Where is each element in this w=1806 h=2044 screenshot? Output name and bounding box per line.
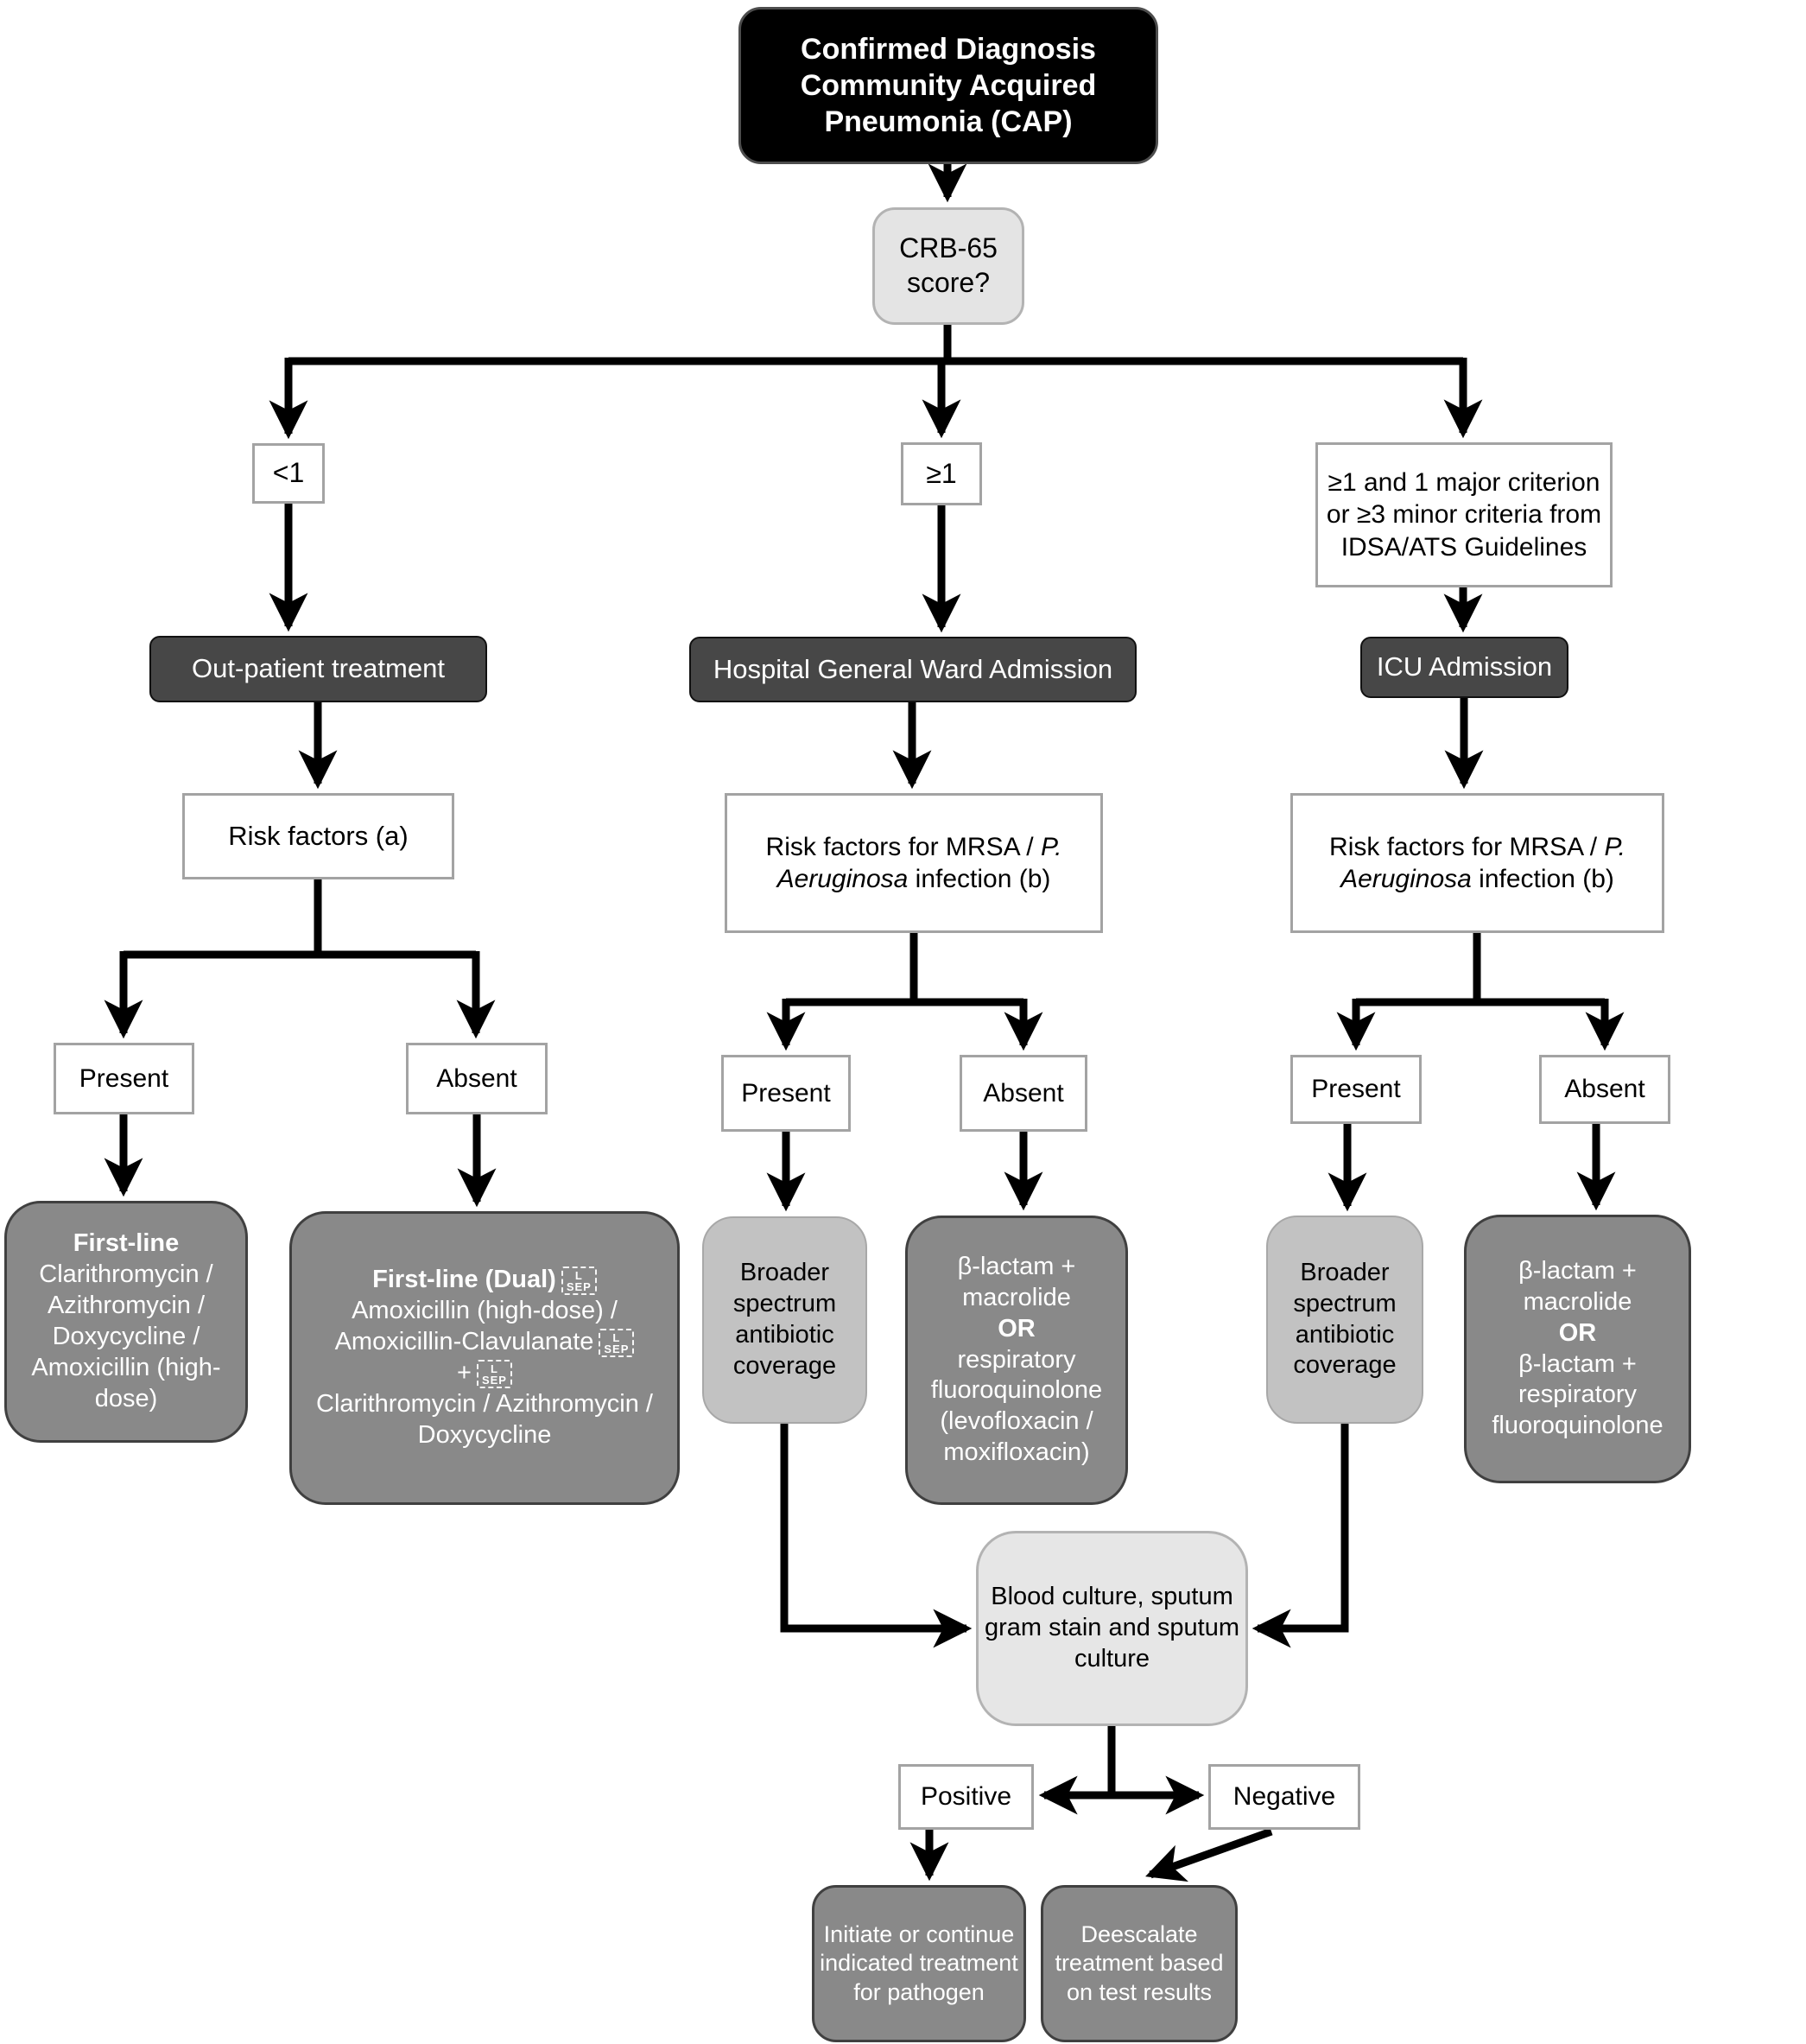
risk-mrsa-prefix: Risk factors for MRSA / <box>1329 832 1605 861</box>
first-line-dual-plus: + <box>457 1359 472 1387</box>
first-line-dual-title: First-line (Dual) <box>372 1266 556 1294</box>
node-first-line-label: First-line Clarithromycin / Azithromycin… <box>7 1225 245 1419</box>
first-line-dual-body1: Amoxicillin (high-dose) / Amoxicillin-Cl… <box>334 1297 618 1356</box>
node-icu-admission: ICU Admission <box>1360 637 1568 698</box>
first-line-dual-body1-row: Amoxicillin (high-dose) / Amoxicillin-Cl… <box>297 1296 672 1358</box>
first-line-body: Clarithromycin / Azithromycin / Doxycycl… <box>31 1260 221 1412</box>
node-absent-outpatient: Absent <box>406 1043 548 1114</box>
node-score-criteria-label: ≥1 and 1 major criterion or ≥3 minor cri… <box>1326 468 1602 562</box>
risk-mrsa-suffix: infection (b) <box>908 865 1051 893</box>
node-score-ge1-label: ≥1 <box>926 457 957 489</box>
node-cultures-label: Blood culture, sputum gram stain and spu… <box>985 1583 1239 1673</box>
beta-icu-or: OR <box>1558 1318 1597 1347</box>
beta-ward-or: OR <box>998 1314 1036 1343</box>
node-cultures: Blood culture, sputum gram stain and spu… <box>976 1531 1248 1726</box>
risk-mrsa-suffix: infection (b) <box>1471 865 1614 893</box>
node-initiate-treatment: Initiate or continue indicated treatment… <box>812 1885 1026 2042</box>
node-score-lt1: <1 <box>252 443 325 504</box>
first-line-dual-body2: Clarithromycin / Azithromycin / Doxycycl… <box>316 1389 653 1449</box>
beta-ward-line1: β-lactam + macrolide <box>957 1252 1076 1311</box>
node-beta-lactam-ward: β-lactam + macrolide OR respiratory fluo… <box>905 1216 1128 1505</box>
beta-ward-line2: respiratory fluoroquinolone (levofloxaci… <box>930 1345 1103 1467</box>
node-general-ward-admission-label: Hospital General Ward Admission <box>713 653 1113 684</box>
node-icu-admission-label: ICU Admission <box>1376 651 1553 682</box>
absent-label: Absent <box>983 1078 1064 1108</box>
absent-label: Absent <box>436 1063 517 1093</box>
node-present-icu: Present <box>1290 1055 1422 1124</box>
node-present-outpatient: Present <box>54 1043 194 1114</box>
node-positive: Positive <box>898 1764 1034 1830</box>
node-absent-ward: Absent <box>960 1055 1087 1132</box>
broader-spectrum-label: Broader spectrum antibiotic coverage <box>1293 1258 1397 1380</box>
node-general-ward-admission: Hospital General Ward Admission <box>689 637 1137 702</box>
risk-mrsa-species: P. Aeruginosa <box>776 832 1062 893</box>
node-risk-factors-a: Risk factors (a) <box>182 793 454 879</box>
beta-icu-line1: β-lactam + macrolide <box>1518 1256 1637 1316</box>
present-label: Present <box>1311 1075 1401 1104</box>
node-beta-lactam-ward-label: β-lactam + macrolide OR respiratory fluo… <box>908 1248 1125 1473</box>
node-broader-spectrum-icu: Broader spectrum antibiotic coverage <box>1266 1216 1423 1424</box>
node-negative: Negative <box>1208 1764 1360 1830</box>
node-deescalate-treatment: Deescalate treatment based on test resul… <box>1041 1885 1238 2042</box>
node-risk-mrsa-ward-label: Risk factors for MRSA / P. Aeruginosa in… <box>727 828 1100 898</box>
node-initiate-treatment-label: Initiate or continue indicated treatment… <box>820 1920 1018 2005</box>
node-outpatient-treatment: Out-patient treatment <box>149 636 487 702</box>
node-confirmed-diagnosis: Confirmed Diagnosis Community Acquired P… <box>738 7 1158 164</box>
node-score-ge1: ≥1 <box>901 442 982 505</box>
node-risk-mrsa-icu-label: Risk factors for MRSA / P. Aeruginosa in… <box>1293 828 1662 898</box>
node-crb65-score-label: CRB-65 score? <box>899 232 998 298</box>
node-beta-lactam-icu-label: β-lactam + macrolide OR β-lactam + respi… <box>1467 1253 1689 1446</box>
risk-mrsa-prefix: Risk factors for MRSA / <box>765 832 1041 861</box>
node-present-ward: Present <box>721 1055 851 1132</box>
node-absent-icu: Absent <box>1539 1055 1670 1124</box>
node-risk-factors-a-label: Risk factors (a) <box>228 820 409 851</box>
node-score-criteria: ≥1 and 1 major criterion or ≥3 minor cri… <box>1315 442 1613 587</box>
risk-mrsa-species: P. Aeruginosa <box>1340 832 1625 893</box>
broader-spectrum-label: Broader spectrum antibiotic coverage <box>732 1259 837 1380</box>
first-line-title: First-line <box>73 1229 180 1258</box>
node-risk-mrsa-ward: Risk factors for MRSA / P. Aeruginosa in… <box>725 793 1103 933</box>
node-beta-lactam-icu: β-lactam + macrolide OR β-lactam + respi… <box>1464 1215 1691 1483</box>
positive-label: Positive <box>920 1782 1012 1812</box>
negative-label: Negative <box>1233 1782 1336 1812</box>
node-risk-mrsa-icu: Risk factors for MRSA / P. Aeruginosa in… <box>1290 793 1664 933</box>
present-label: Present <box>741 1078 831 1108</box>
absent-label: Absent <box>1564 1075 1645 1104</box>
node-broader-spectrum-ward: Broader spectrum antibiotic coverage <box>702 1216 867 1424</box>
node-first-line: First-line Clarithromycin / Azithromycin… <box>4 1201 248 1443</box>
present-label: Present <box>79 1063 169 1093</box>
node-crb65-score: CRB-65 score? <box>872 207 1024 325</box>
node-confirmed-diagnosis-label: Confirmed Diagnosis Community Acquired P… <box>800 32 1097 139</box>
node-deescalate-treatment-label: Deescalate treatment based on test resul… <box>1055 1920 1224 2005</box>
node-score-lt1-label: <1 <box>272 457 305 489</box>
node-outpatient-treatment-label: Out-patient treatment <box>192 653 445 684</box>
beta-icu-line2: β-lactam + respiratory fluoroquinolone <box>1492 1349 1663 1440</box>
